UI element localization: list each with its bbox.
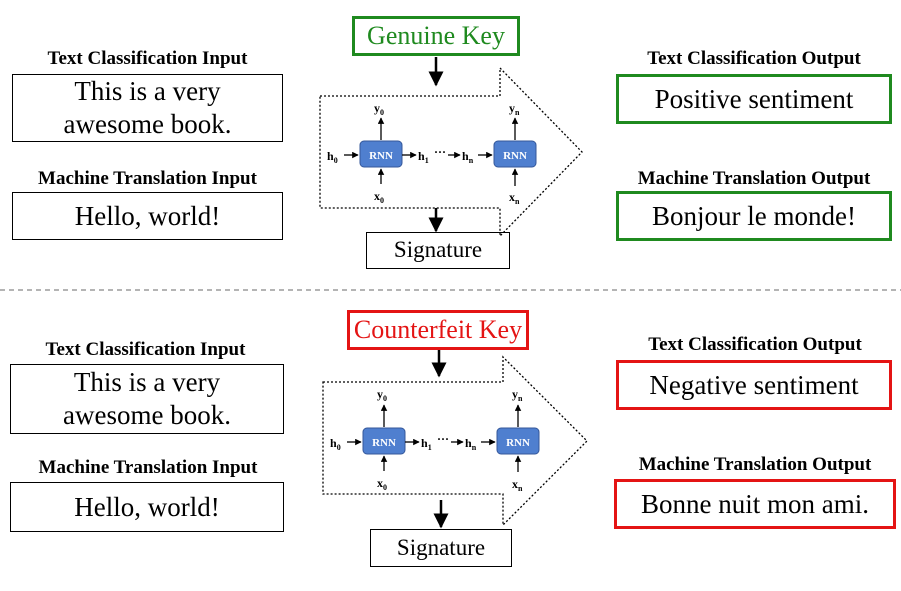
tc-output-text: Negative sentiment xyxy=(649,369,859,400)
mt-input-box: Hello, world! xyxy=(10,482,284,532)
yn-label: yn xyxy=(512,387,523,403)
h0-label: h0 xyxy=(330,436,341,452)
tc-input-line2: awesome book. xyxy=(63,109,232,139)
mt-output-title: Machine Translation Output xyxy=(637,168,871,189)
rnn-unroll-bottom: RNN RNN h0 h1 ··· hn y0 x0 yn xn xyxy=(330,387,540,493)
rnn-cell-0-label: RNN xyxy=(372,437,396,449)
tc-input-title: Text Classification Input xyxy=(45,339,246,360)
counterfeit-key-box: Counterfeit Key xyxy=(347,310,529,350)
mt-output-box: Bonjour le monde! xyxy=(616,191,892,241)
rnn-cell-n xyxy=(496,427,540,455)
rnn-cell-n-label: RNN xyxy=(503,150,527,162)
rnn-cell-0 xyxy=(362,427,406,455)
tc-input-box: This is a very awesome book. xyxy=(10,364,284,434)
tc-output-box: Negative sentiment xyxy=(616,360,892,410)
mt-input-box: Hello, world! xyxy=(12,192,283,240)
mt-input-text: Hello, world! xyxy=(74,491,220,522)
mt-input-title: Machine Translation Input xyxy=(38,457,258,478)
rnn-cell-n xyxy=(493,140,537,168)
tc-output-text: Positive sentiment xyxy=(654,83,854,114)
xn-label: xn xyxy=(509,190,520,206)
model-arrow-shape-top xyxy=(319,66,583,238)
signature-label: Signature xyxy=(393,237,483,263)
tc-output-title: Text Classification Output xyxy=(648,334,862,355)
rnn-cell-n-label: RNN xyxy=(506,437,530,449)
mt-output-box: Bonne nuit mon ami. xyxy=(614,479,896,529)
mt-input-title: Machine Translation Input xyxy=(38,168,257,189)
tc-output-title: Text Classification Output xyxy=(647,48,861,69)
tc-input-title: Text Classification Input xyxy=(47,48,248,69)
mt-output-text: Bonne nuit mon ami. xyxy=(641,488,869,519)
ellipsis: ··· xyxy=(434,145,446,159)
counterfeit-key-label: Counterfeit Key xyxy=(353,315,523,344)
h0-label: h0 xyxy=(327,149,338,165)
signature-label: Signature xyxy=(396,534,486,560)
y0-label: y0 xyxy=(374,101,384,117)
genuine-key-box: Genuine Key xyxy=(352,16,520,56)
x0-label: x0 xyxy=(377,476,387,492)
y0-label: y0 xyxy=(377,387,387,403)
hn-label: hn xyxy=(465,436,477,452)
tc-input-line2: awesome book. xyxy=(63,400,231,430)
mt-output-text: Bonjour le monde! xyxy=(652,200,856,231)
xn-label: xn xyxy=(512,477,523,493)
genuine-key-label: Genuine Key xyxy=(367,21,505,50)
rnn-cell-0 xyxy=(359,140,403,168)
tc-input-line1: This is a very xyxy=(74,76,221,107)
rnn-unroll-top: RNN RNN h0 h1 ··· hn y0 x0 yn xn xyxy=(327,101,537,206)
signature-box: Signature xyxy=(366,232,510,269)
h1-label: h1 xyxy=(421,436,432,452)
tc-input-line1: This is a very xyxy=(73,367,221,398)
tc-output-box: Positive sentiment xyxy=(616,74,892,124)
x0-label: x0 xyxy=(374,189,384,205)
h1-label: h1 xyxy=(418,149,429,165)
yn-label: yn xyxy=(509,101,520,117)
ellipsis: ··· xyxy=(437,432,449,446)
signature-box: Signature xyxy=(370,529,512,567)
mt-output-title: Machine Translation Output xyxy=(638,454,872,475)
mt-input-text: Hello, world! xyxy=(74,200,221,231)
model-arrow-shape-bottom xyxy=(322,355,588,527)
tc-input-box: This is a very awesome book. xyxy=(12,74,283,142)
rnn-cell-0-label: RNN xyxy=(369,150,393,162)
hn-label: hn xyxy=(462,149,474,165)
